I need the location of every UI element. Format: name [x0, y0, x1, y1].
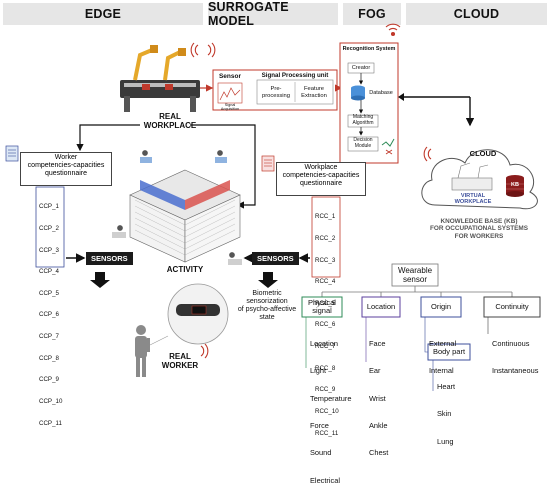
list-item: Electrical	[310, 475, 340, 485]
worker-scene-icons	[112, 150, 242, 265]
list-item: Wrist	[369, 393, 386, 403]
list-item: Heart	[437, 382, 456, 392]
decision-label: Decision Module	[353, 137, 373, 149]
list-item: CCP_3	[39, 246, 59, 254]
list-item: Lung	[437, 436, 454, 446]
knowledge-base-label: KNOWLEDGE BASE (KB) FOR OCCUPATIONAL SYS…	[430, 218, 528, 240]
physical-signal-items: Location Light Temperature Force Sound E…	[310, 321, 352, 494]
sensor-label: Sensor	[218, 73, 242, 80]
physical-signal-label: Physical signal	[308, 298, 336, 315]
list-item: Location	[310, 339, 338, 349]
workplace-questionnaire-title: Workplace competencies-capacities questi…	[276, 162, 366, 196]
list-item: Instantaneous	[492, 366, 539, 376]
signal-unit-label: Signal Processing unit	[261, 72, 329, 79]
list-item: Ankle	[369, 421, 388, 431]
list-item: Sound	[310, 448, 332, 458]
real-workplace-label: REAL WORKPLACE	[143, 112, 197, 131]
header-cloud: CLOUD	[406, 3, 547, 25]
list-item: CCP_11	[39, 419, 62, 427]
list-item: External	[429, 339, 457, 349]
virtual-workplace-label: VIRTUAL WORKPLACE	[454, 193, 492, 206]
origin-items: External Internal	[429, 321, 456, 385]
ccp-list: CCP_1 CCP_2 CCP_3 CCP_4 CCP_5 CCP_6 CCP_…	[39, 189, 62, 434]
list-item: RCC_2	[315, 235, 336, 243]
wifi-icon-fog	[385, 23, 401, 37]
list-item: Continuous	[492, 339, 530, 349]
wifi-icon-workplace	[190, 42, 216, 58]
wifi-icon-worker	[200, 343, 209, 359]
diagram-graphics	[5, 23, 541, 391]
list-item: Chest	[369, 448, 389, 458]
worker-questionnaire-title: Worker competencies-capacities questionn…	[20, 152, 112, 186]
list-item: CCP_8	[39, 354, 59, 362]
list-item: CCP_9	[39, 376, 59, 384]
list-item: RCC_9	[315, 386, 336, 394]
activity-label: ACTIVITY	[166, 265, 204, 274]
cloud-label: CLOUD	[469, 149, 497, 158]
creator-label: Creator	[351, 65, 371, 71]
signal-acquisition-label: Signal Acquisition	[220, 103, 240, 112]
list-item: Skin	[437, 409, 452, 419]
body-part-items: Heart Skin Lung	[437, 364, 455, 455]
list-item: CCP_1	[39, 203, 59, 211]
list-item: CCP_4	[39, 268, 59, 276]
list-item: Light	[310, 366, 327, 376]
header-fog: FOG	[343, 3, 401, 25]
real-workplace-illustration	[120, 45, 200, 112]
list-item: Internal	[429, 366, 454, 376]
list-item: Face	[369, 339, 386, 349]
matching-label: Matching Algorithm	[352, 114, 374, 126]
real-worker-label: REAL WORKER	[161, 352, 199, 371]
continuity-items: Continuous Instantaneous	[492, 321, 538, 385]
sensors-badge-middle: SENSORS	[252, 252, 299, 265]
wearable-sensor-title: Wearable sensor	[397, 266, 433, 285]
database-label: Database	[369, 90, 393, 96]
list-item: RCC_5	[315, 299, 336, 307]
list-item: RCC_8	[315, 364, 336, 372]
list-item: CCP_10	[39, 397, 63, 405]
list-item: RCC_7	[315, 343, 336, 351]
recognition-system-title: Recognition System	[342, 46, 396, 52]
list-item: RCC_3	[315, 256, 336, 264]
header-edge: EDGE	[3, 3, 203, 25]
list-item: CCP_5	[39, 289, 59, 297]
clipboard-icon-workplace	[261, 155, 275, 172]
list-item: Ear	[369, 366, 381, 376]
real-worker-figure	[135, 325, 150, 377]
origin-label: Origin	[430, 302, 451, 311]
clipboard-icon-worker	[5, 145, 19, 162]
list-item: RCC_1	[315, 213, 336, 221]
feature-extraction-label: Feature Extraction	[301, 86, 327, 99]
body-part-label: Body part	[432, 347, 466, 356]
activity-cube	[129, 169, 241, 263]
kb-disk-label: KB	[511, 182, 519, 188]
list-item: CCP_7	[39, 333, 59, 341]
pre-processing-label: Pre- processing	[261, 86, 291, 99]
header-surrogate-model: SURROGATE MODEL	[208, 0, 338, 28]
sensors-badge-left: SENSORS	[86, 252, 133, 265]
list-item: RCC_4	[315, 278, 336, 286]
list-item: CCP_2	[39, 225, 59, 233]
location-category-label: Location	[366, 302, 396, 311]
location-items: Face Ear Wrist Ankle Chest	[369, 321, 388, 467]
list-item: RCC_6	[315, 321, 336, 329]
list-item: Temperature	[310, 393, 352, 403]
list-item: CCP_6	[39, 311, 59, 319]
continuity-label: Continuity	[495, 302, 529, 311]
wifi-icon-cloud	[423, 146, 432, 162]
biometric-label: Biometric sensorization of psycho-affect…	[237, 290, 297, 322]
list-item: Force	[310, 421, 329, 431]
